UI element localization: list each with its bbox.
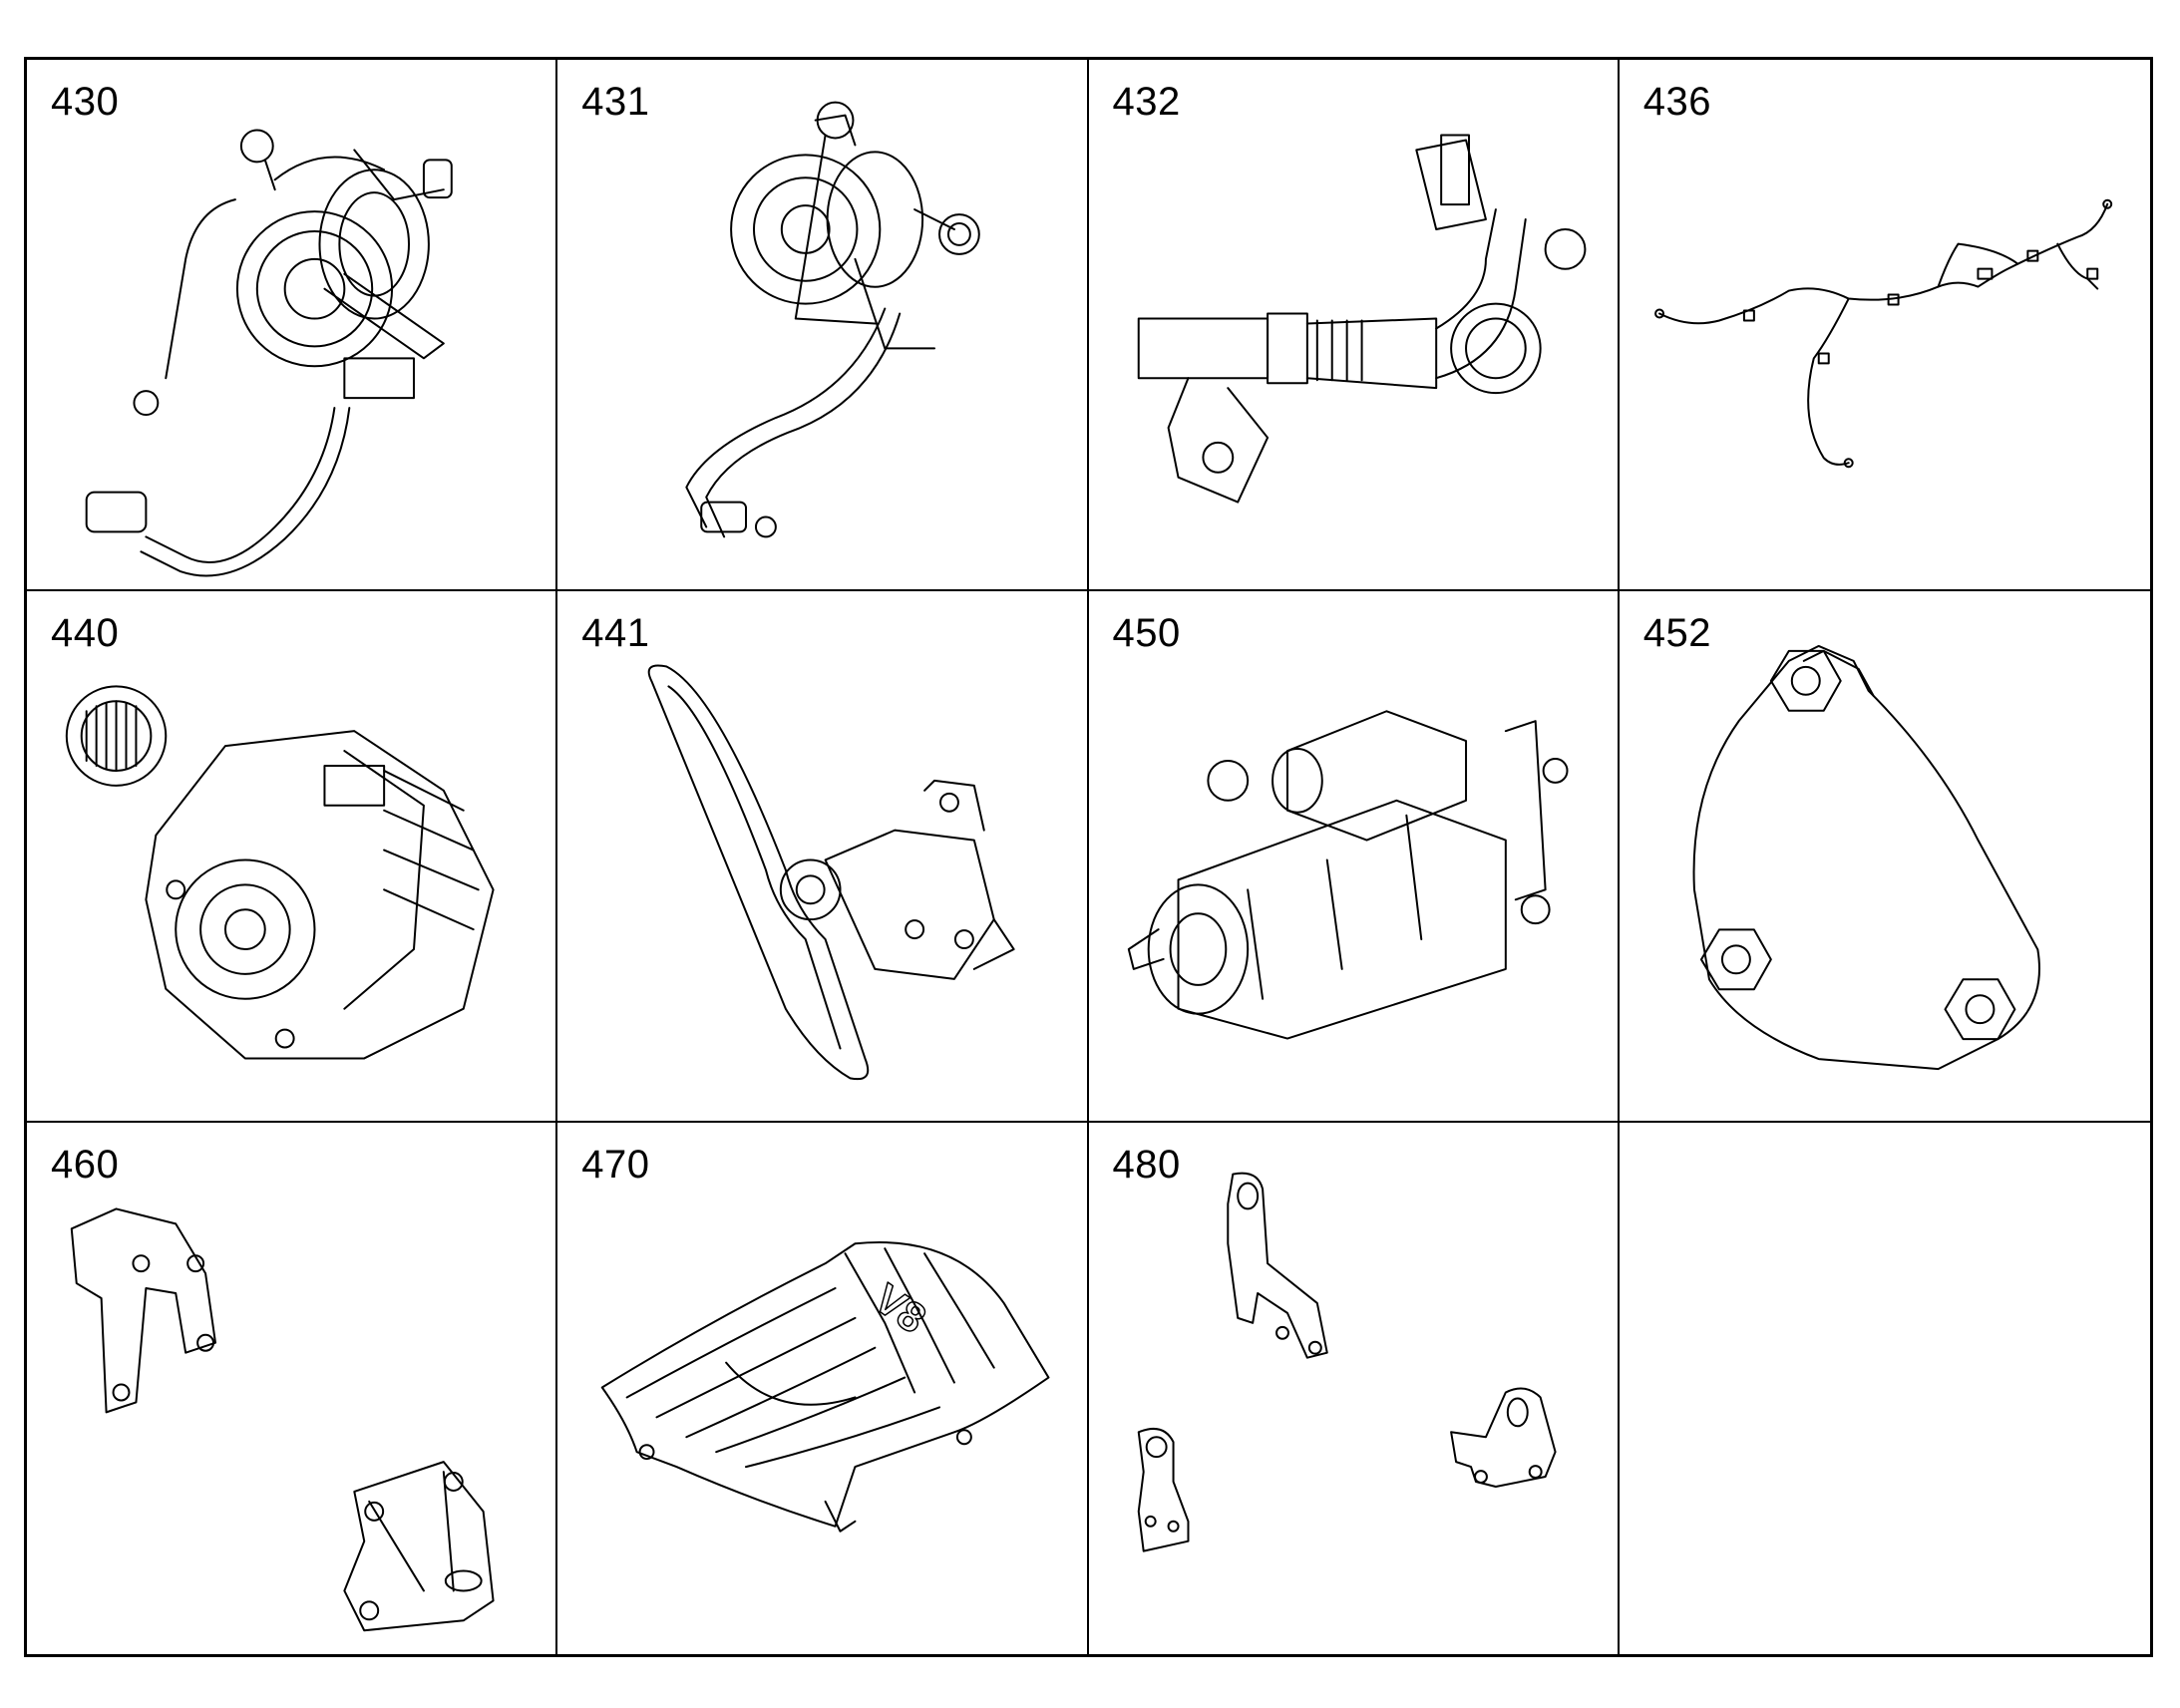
part-cell-470[interactable]: 470 V8 — [557, 1123, 1089, 1654]
empty-cell — [1620, 1123, 2150, 1654]
throttle-pipe-icon — [1089, 60, 1618, 589]
part-cell-436[interactable]: 436 — [1619, 60, 2150, 591]
part-cell-480[interactable]: 480 — [1089, 1123, 1620, 1654]
svg-text:V8: V8 — [867, 1274, 935, 1342]
part-cell-452[interactable]: 452 — [1619, 591, 2150, 1123]
part-number: 432 — [1112, 80, 1181, 124]
part-number: 470 — [581, 1143, 650, 1187]
part-cell-432[interactable]: 432 — [1088, 60, 1620, 591]
part-number: 450 — [1112, 611, 1181, 655]
part-number: 480 — [1112, 1143, 1181, 1187]
lifting-eyes-icon — [1089, 1123, 1618, 1654]
belt-tensioner-icon — [557, 591, 1086, 1121]
mounting-brackets-icon — [27, 1123, 555, 1654]
cover-plate-icon — [1620, 591, 2150, 1121]
part-cell-431[interactable]: 431 — [557, 60, 1089, 591]
part-number: 436 — [1642, 80, 1711, 124]
part-number: 440 — [51, 611, 120, 655]
engine-cover-icon: V8 — [557, 1123, 1086, 1654]
part-cell-460[interactable]: 460 — [27, 1123, 558, 1654]
part-number: 452 — [1642, 611, 1711, 655]
part-cell-450[interactable]: 450 — [1088, 591, 1620, 1123]
part-number: 460 — [51, 1143, 120, 1187]
part-number: 431 — [581, 80, 650, 124]
parts-grid: 430 431 — [24, 57, 2153, 1657]
wiring-harness-icon — [1620, 60, 2150, 589]
part-number: 430 — [51, 80, 120, 124]
part-cell-441[interactable]: 441 — [557, 591, 1089, 1123]
part-cell-440[interactable]: 440 — [27, 591, 558, 1123]
part-number: 441 — [581, 611, 650, 655]
turbocharger-icon — [27, 60, 555, 589]
part-cell-430[interactable]: 430 — [27, 60, 558, 591]
alternator-icon — [27, 591, 555, 1121]
turbocharger-icon — [557, 60, 1086, 589]
starter-motor-icon — [1089, 591, 1618, 1121]
